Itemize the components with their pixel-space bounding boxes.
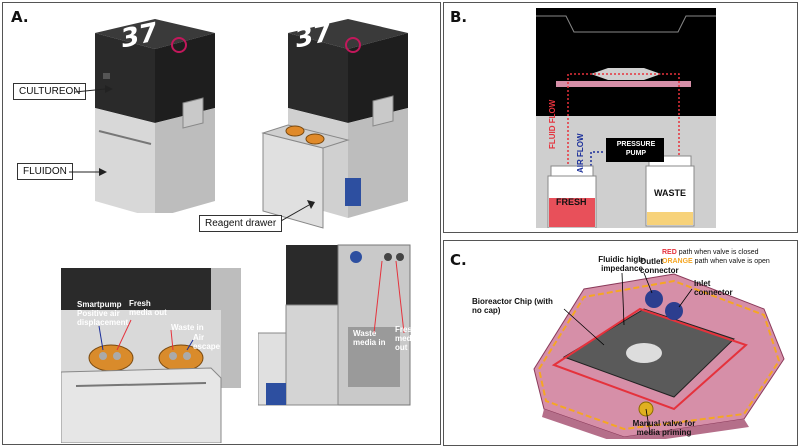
detail-rear-view — [258, 244, 411, 406]
legend-orange-text: path when valve is open — [692, 258, 770, 265]
legend-red-text: path when valve is closed — [676, 249, 759, 256]
label-fluidic-impedance: Fluidic high-impedance — [598, 255, 646, 273]
arrow-cultureon — [75, 85, 113, 93]
label-fresh-media-out-left: Fresh media out — [129, 299, 167, 317]
label-smartpump: Smartpump Positive air displacement — [77, 300, 129, 327]
label-air-flow: AIR FLOW — [576, 133, 585, 173]
label-outlet-connector: Outlet connector — [640, 257, 679, 275]
panel-a-label: A. — [11, 8, 29, 26]
label-waste: WASTE — [654, 188, 687, 198]
label-inlet-connector: Inlet connector — [694, 279, 733, 297]
legend-red: RED path when valve is closed — [662, 249, 759, 256]
label-fluid-flow: FLUID FLOW — [548, 99, 557, 149]
label-manual-valve: Manual valve for media priming — [632, 419, 696, 437]
callout-reagent-drawer: Reagent drawer — [199, 215, 283, 232]
panel-c: C. RED path when valve is closed ORANGE … — [443, 240, 798, 446]
callout-cultureon: CULTUREON — [13, 83, 87, 100]
logo-icon-1 — [171, 37, 187, 53]
panel-b-label: B. — [450, 8, 468, 26]
label-fresh: FRESH — [556, 197, 587, 207]
flow-schematic — [536, 8, 716, 228]
legend-orange-word: ORANGE — [662, 258, 693, 265]
label-bioreactor-chip: Bioreactor Chip (with no cap) — [472, 297, 553, 315]
panel-a: A. 37 37 CULTUREON — [2, 2, 441, 445]
legend-orange: ORANGE path when valve is open — [662, 258, 770, 265]
legend-red-word: RED — [662, 249, 677, 256]
panel-b: B. FLUID FLOW AIR FLOW PRESSURE PUMP FRE… — [443, 2, 798, 233]
label-fresh-media-out-right: Fresh media out — [395, 325, 419, 352]
label-waste-in: Waste in — [171, 323, 204, 332]
panel-c-label: C. — [450, 251, 467, 269]
label-waste-media-in: Waste media in — [353, 329, 386, 347]
logo-icon-2 — [345, 37, 361, 53]
bioreactor-assembly — [533, 272, 785, 439]
detail-bottles — [61, 268, 241, 443]
label-pressure-pump: PRESSURE PUMP — [616, 141, 656, 157]
label-air-escape: Air escape — [193, 333, 221, 351]
arrow-reagent-drawer — [281, 200, 315, 222]
callout-fluidon: FLUIDON — [17, 163, 73, 180]
device-closed — [95, 19, 215, 213]
arrow-fluidon — [69, 168, 107, 176]
device-open-drawer — [261, 19, 408, 229]
